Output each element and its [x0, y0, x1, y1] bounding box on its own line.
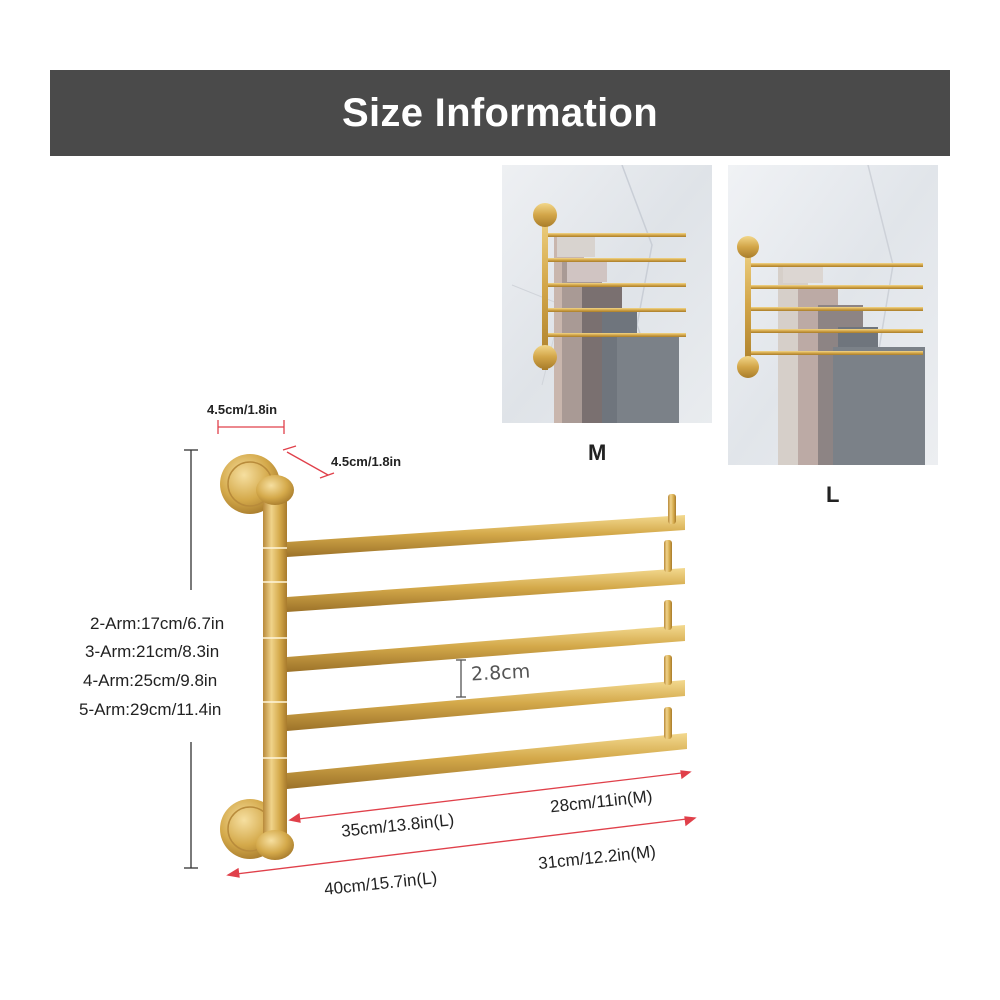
product-photo-l [728, 165, 938, 465]
page-title: Size Information [342, 90, 658, 135]
arm-height-5: 5-Arm:29cm/11.4in [79, 700, 222, 719]
arm-height-3: 3-Arm:21cm/8.3in [85, 642, 220, 661]
arm-gap-label: 2.8cm [470, 660, 531, 686]
product-photo-m [502, 165, 712, 423]
arm-height-4: 4-Arm:25cm/9.8in [83, 671, 218, 690]
header-banner: Size Information [50, 70, 950, 156]
variant-label-l: L [826, 482, 840, 507]
variant-label-m: M [588, 440, 607, 465]
base-depth-label: 4.5cm/1.8in [331, 454, 402, 469]
arm-height-2: 2-Arm:17cm/6.7in [90, 614, 225, 633]
base-width-label: 4.5cm/1.8in [207, 402, 278, 417]
